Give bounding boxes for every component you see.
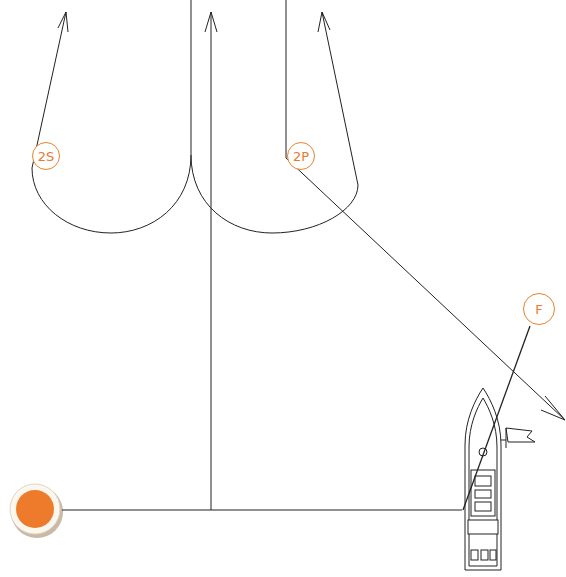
turn-path	[191, 12, 358, 233]
arrow-head	[205, 12, 217, 32]
callout-label: F	[535, 303, 542, 316]
callout-circle: 2P	[287, 142, 315, 170]
arrow-head	[58, 12, 68, 32]
callout-label: 2S	[38, 150, 55, 163]
arrow-head	[318, 12, 330, 32]
callout-label: 2P	[293, 150, 309, 163]
callout-circle: F	[523, 293, 555, 325]
buoy	[16, 490, 54, 528]
track-line	[211, 12, 212, 510]
buoy-rim	[10, 484, 60, 534]
leader-line	[463, 326, 530, 510]
callout-circle: 2S	[32, 142, 60, 170]
turn-path	[32, 0, 191, 233]
turn-path	[286, 0, 565, 420]
arrow-head	[541, 396, 565, 420]
track-line	[62, 510, 462, 511]
boat	[465, 388, 535, 570]
